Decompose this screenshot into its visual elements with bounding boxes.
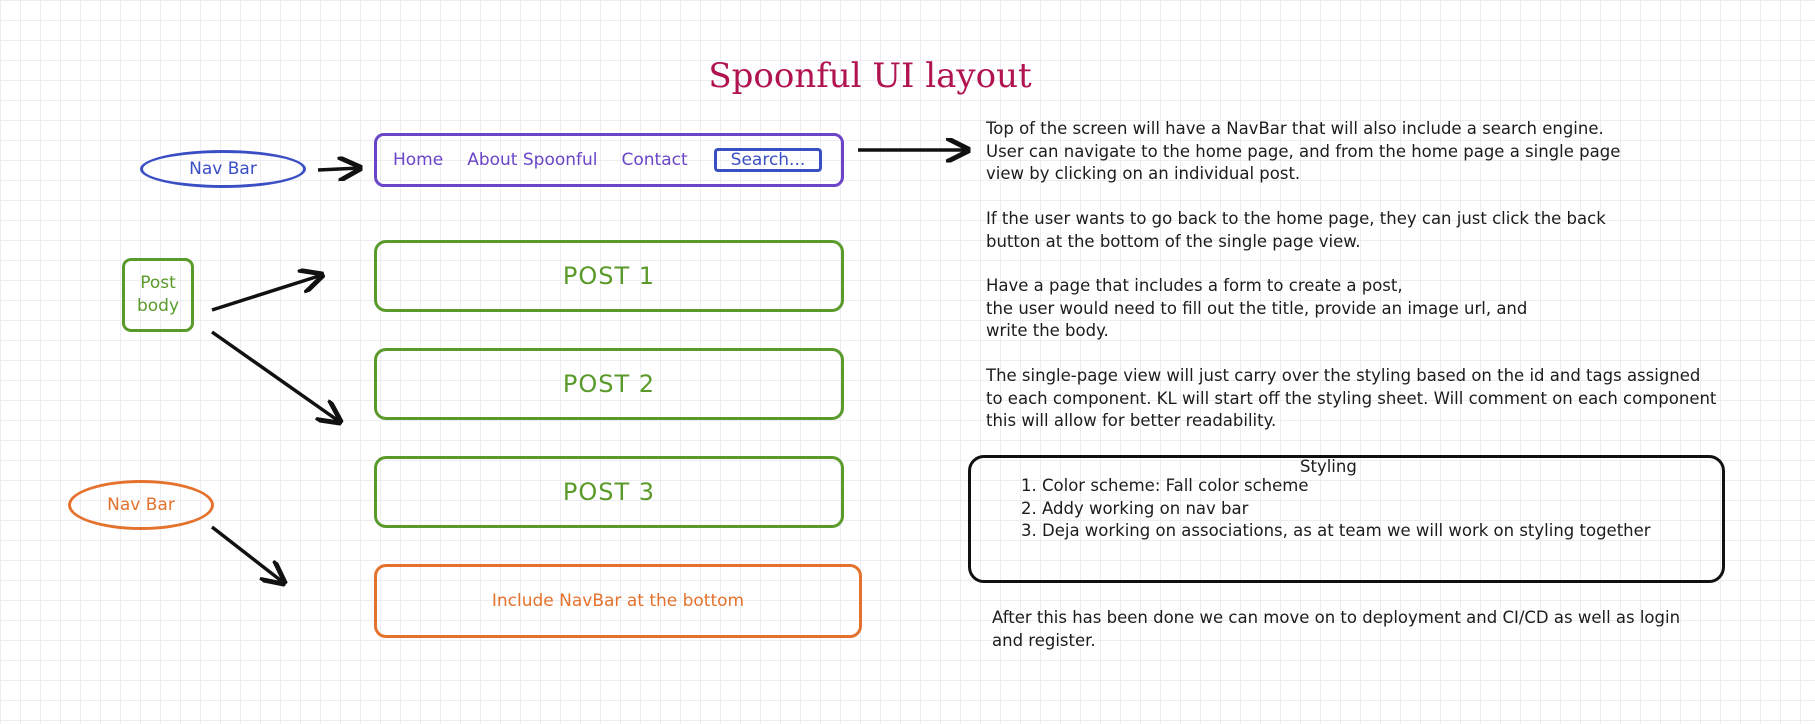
nav-link-about: About Spoonful xyxy=(467,150,598,170)
arrow-navlabel-to-footer xyxy=(210,525,284,583)
styling-item: Color scheme: Fall color scheme xyxy=(1042,475,1651,498)
arrow-postbody-to-post1 xyxy=(211,275,322,312)
nav-bar-label-top: Nav Bar xyxy=(140,150,306,188)
after-note: After this has been done we can move on … xyxy=(992,608,1681,650)
note-create-form: Have a page that includes a form to crea… xyxy=(986,276,1528,340)
post-box-3: POST 3 xyxy=(374,456,844,528)
styling-list: Color scheme: Fall color scheme Addy wor… xyxy=(1022,475,1651,543)
arrow-navlabel-to-navbar xyxy=(317,168,360,170)
arrow-postbody-to-post2 xyxy=(210,330,340,422)
navbar-wireframe: Home About Spoonful Contact Search... xyxy=(374,133,844,187)
nav-link-home: Home xyxy=(393,150,444,170)
footer-navbar-box: Include NavBar at the bottom xyxy=(374,564,862,638)
post-box-2: POST 2 xyxy=(374,348,844,420)
styling-item: Deja working on associations, as at team… xyxy=(1042,520,1651,543)
post-body-label: Post body xyxy=(122,258,194,332)
page-title: Spoonful UI layout xyxy=(708,56,1032,96)
post-box-1: POST 1 xyxy=(374,240,844,312)
note-navbar: Top of the screen will have a NavBar tha… xyxy=(986,119,1621,183)
styling-title: Styling xyxy=(1300,457,1357,476)
nav-bar-label-bottom: Nav Bar xyxy=(68,480,214,530)
note-styling: The single-page view will just carry ove… xyxy=(986,366,1717,430)
search-box: Search... xyxy=(713,148,823,172)
styling-item: Addy working on nav bar xyxy=(1042,498,1651,521)
styling-box xyxy=(968,455,1725,583)
nav-link-contact: Contact xyxy=(621,150,688,170)
note-back-button: If the user wants to go back to the home… xyxy=(986,209,1606,251)
